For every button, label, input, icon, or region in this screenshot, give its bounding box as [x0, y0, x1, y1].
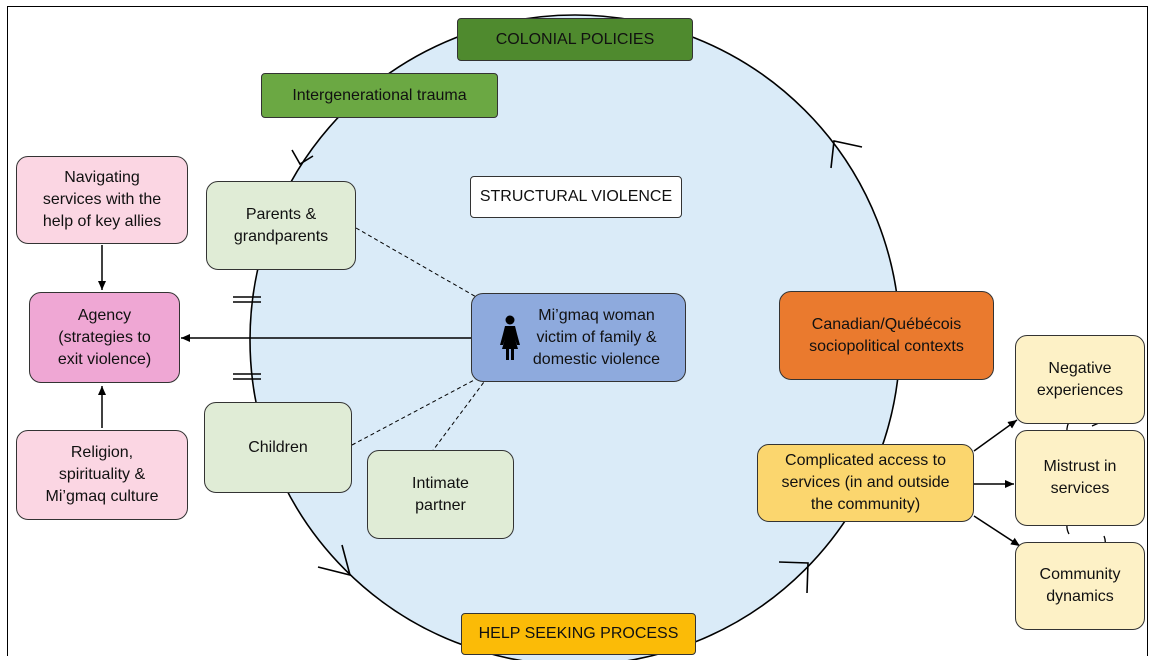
diagram-frame [7, 6, 1148, 656]
circle-direction-chevron [291, 149, 314, 166]
parents-grandparents-label: Parents & grandparents [233, 205, 329, 245]
dashed-link-partner [430, 381, 485, 454]
colonial-policies-label: COLONIAL POLICIES [495, 30, 655, 48]
agency-label: Agency (strategies to exit violence) [57, 306, 152, 368]
religion-spirituality-box: Religion, spirituality & Mi’gmaq culture [16, 430, 188, 520]
complicated-access-box: Complicated access to services (in and o… [757, 444, 974, 522]
migmaq-woman-box: Mi’gmaq woman victim of family & domesti… [471, 293, 686, 382]
canadian-contexts-label: Canadian/Québécois sociopolitical contex… [809, 315, 964, 355]
help-seeking-process-label: HELP SEEKING PROCESS [478, 625, 679, 642]
colonial-policies-box: COLONIAL POLICIES [457, 18, 693, 61]
agency-box: Agency (strategies to exit violence) [29, 292, 180, 383]
community-dynamics-label: Community dynamics [1039, 566, 1121, 605]
circle-direction-chevron [830, 140, 863, 169]
canadian-contexts-box: Canadian/Québécois sociopolitical contex… [779, 291, 994, 380]
negative-experiences-box: Negative experiences [1015, 335, 1145, 424]
migmaq-woman-content: Mi’gmaq woman victim of family & domesti… [497, 305, 660, 371]
community-dynamics-box: Community dynamics [1015, 542, 1145, 630]
negative-experiences-label: Negative experiences [1036, 359, 1124, 399]
arrow-access-to-community [973, 515, 1021, 547]
circle-direction-chevron [778, 561, 809, 594]
structural-violence-label: STRUCTURAL VIOLENCE [479, 188, 673, 205]
religion-spirituality-label: Religion, spirituality & Mi’gmaq culture [45, 444, 159, 505]
dashed-link-parents [355, 227, 479, 299]
structural-violence-box: STRUCTURAL VIOLENCE [470, 176, 682, 218]
help-seeking-process-box: HELP SEEKING PROCESS [461, 613, 696, 655]
intimate-partner-box: Intimate partner [367, 450, 514, 539]
circle-direction-chevron [317, 544, 352, 577]
woman-icon [499, 315, 520, 360]
intergenerational-trauma-box: Intergenerational trauma [261, 73, 498, 118]
navigating-services-label: Navigating services with the help of key… [42, 169, 162, 230]
mistrust-services-box: Mistrust in services [1015, 430, 1145, 526]
mistrust-services-label: Mistrust in services [1043, 458, 1117, 497]
intergenerational-trauma-label: Intergenerational trauma [292, 86, 467, 104]
intimate-partner-label: Intimate partner [412, 474, 469, 514]
complicated-access-label: Complicated access to services (in and o… [781, 452, 950, 513]
migmaq-woman-label: Mi’gmaq woman victim of family & domesti… [532, 306, 661, 368]
dashed-link-children [351, 377, 479, 446]
children-box: Children [204, 402, 352, 493]
arrow-access-to-negative [973, 419, 1018, 452]
children-label: Children [248, 438, 308, 456]
navigating-services-box: Navigating services with the help of key… [16, 156, 188, 244]
parents-grandparents-box: Parents & grandparents [206, 181, 356, 270]
